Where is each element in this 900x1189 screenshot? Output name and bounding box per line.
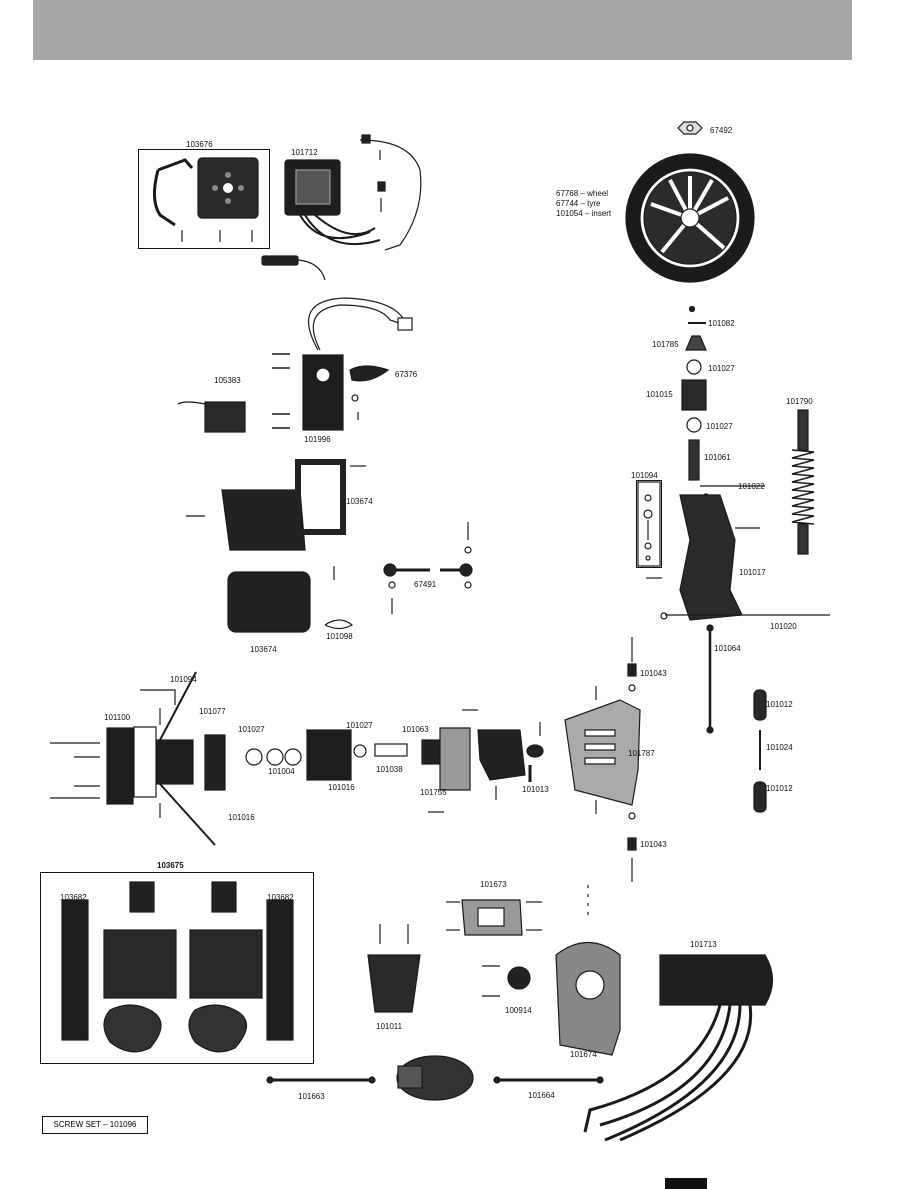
- part-label: 101663: [298, 1092, 325, 1101]
- receiver: [204, 401, 246, 433]
- part-label: 101012: [766, 700, 793, 709]
- part-label: 101027: [346, 721, 373, 730]
- part-label: 101016: [228, 813, 255, 822]
- part-label: 101015: [646, 390, 673, 399]
- part-label: 101713: [690, 940, 717, 949]
- esc-mount-bracket: [153, 158, 194, 227]
- part-label: 103674: [346, 497, 373, 506]
- part-label: 101790: [786, 397, 813, 406]
- part-label: 103674: [250, 645, 277, 654]
- center-row: [50, 671, 544, 846]
- part-label: 101996: [304, 435, 331, 444]
- part-label: 101100: [104, 713, 131, 722]
- part-label: 101012: [766, 784, 793, 793]
- part-label: 101082: [708, 319, 735, 328]
- part-label: 101016: [328, 783, 355, 792]
- part-label: 101755: [420, 788, 447, 797]
- suspension-arm: [679, 494, 743, 621]
- chassis-plate: [564, 699, 641, 806]
- part-label: 101094: [631, 471, 658, 480]
- part-label: 103675: [157, 861, 184, 870]
- part-label: 103682: [267, 893, 294, 902]
- part-label: 67744 – tyre: [556, 199, 601, 208]
- wheel-assembly: [625, 121, 755, 283]
- part-label: 100914: [505, 1006, 532, 1015]
- part-label: 67491: [414, 580, 437, 589]
- part-label: 101673: [480, 880, 507, 889]
- part-label: 101077: [199, 707, 226, 716]
- group-box-103675: [40, 872, 314, 1064]
- part-label: 101011: [376, 1022, 403, 1031]
- part-label: 101061: [704, 453, 731, 462]
- motor: [659, 954, 774, 1006]
- part-label: 101674: [570, 1050, 597, 1059]
- screw-set-label: SCREW SET – 101096: [42, 1116, 148, 1134]
- page-number-mark: [665, 1178, 707, 1189]
- part-label: 101013: [522, 785, 549, 794]
- part-label: 101664: [528, 1091, 555, 1100]
- part-label: 101038: [376, 765, 403, 774]
- part-label: 101004: [268, 767, 295, 776]
- part-label: 101024: [766, 743, 793, 752]
- part-label: 101020: [770, 622, 797, 631]
- part-label: 105383: [214, 376, 241, 385]
- gearbox-support: [367, 954, 421, 1013]
- part-label: 101027: [708, 364, 735, 373]
- part-label: 101787: [628, 749, 655, 758]
- part-label: 103676: [186, 140, 213, 149]
- part-label: 101043: [640, 669, 667, 678]
- part-label: 101098: [326, 632, 353, 641]
- part-label: 101054 – insert: [556, 209, 612, 218]
- part-label: 103682: [60, 893, 87, 902]
- part-label: 101094: [170, 675, 197, 684]
- receiver-box: [221, 489, 306, 551]
- part-label: 101027: [238, 725, 265, 734]
- header-bar: [33, 0, 852, 60]
- part-label: 67492: [710, 126, 733, 135]
- shock-absorber: [791, 409, 815, 555]
- group-box-103676: [138, 149, 270, 249]
- part-label: 101027: [706, 422, 733, 431]
- part-label: 101022: [738, 482, 765, 491]
- group-box-101094-right: [636, 480, 662, 568]
- part-label: 101712: [291, 148, 318, 157]
- steering-hub: [681, 379, 707, 411]
- part-label: 101017: [739, 568, 766, 577]
- part-label: 101785: [652, 340, 679, 349]
- part-label: 101043: [640, 840, 667, 849]
- part-label: 101064: [714, 644, 741, 653]
- receiver-cover: [227, 571, 311, 633]
- part-label: 67768 – wheel: [556, 189, 609, 198]
- servo: [302, 354, 344, 431]
- part-label: 101063: [402, 725, 429, 734]
- part-label: 67376: [395, 370, 418, 379]
